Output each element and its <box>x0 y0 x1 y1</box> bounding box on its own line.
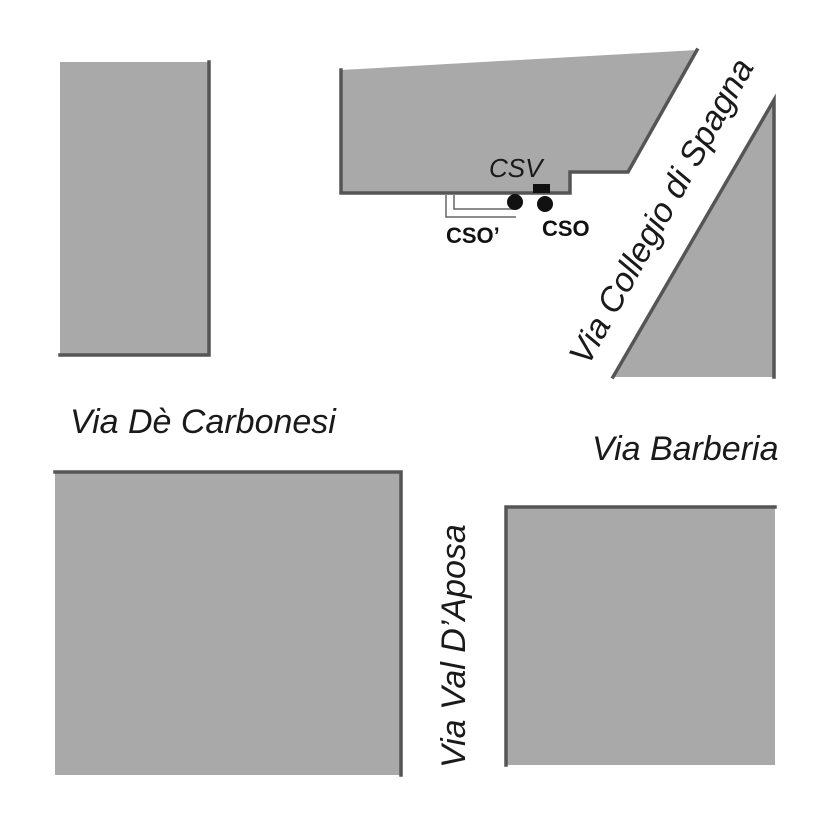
street-label-barberia: Via Barberia <box>592 430 779 468</box>
building-top-left <box>58 60 211 357</box>
csv-sensor <box>533 184 550 193</box>
building-bottom-right <box>504 505 777 767</box>
cso-sensor <box>537 196 553 212</box>
building-right-triangle <box>610 93 776 380</box>
cso-prime-label: CSO’ <box>446 223 500 248</box>
building-top-center <box>339 47 700 195</box>
csv-label: CSV <box>489 153 545 183</box>
street-label-aposa: Via Val D’Aposa <box>435 524 473 768</box>
cso-label: CSO <box>542 216 590 241</box>
building-bottom-left <box>53 470 403 777</box>
street-label-carbonesi: Via Dè Carbonesi <box>70 403 337 441</box>
cso-prime-shelter <box>445 195 516 218</box>
cso-prime-sensor <box>507 194 523 210</box>
